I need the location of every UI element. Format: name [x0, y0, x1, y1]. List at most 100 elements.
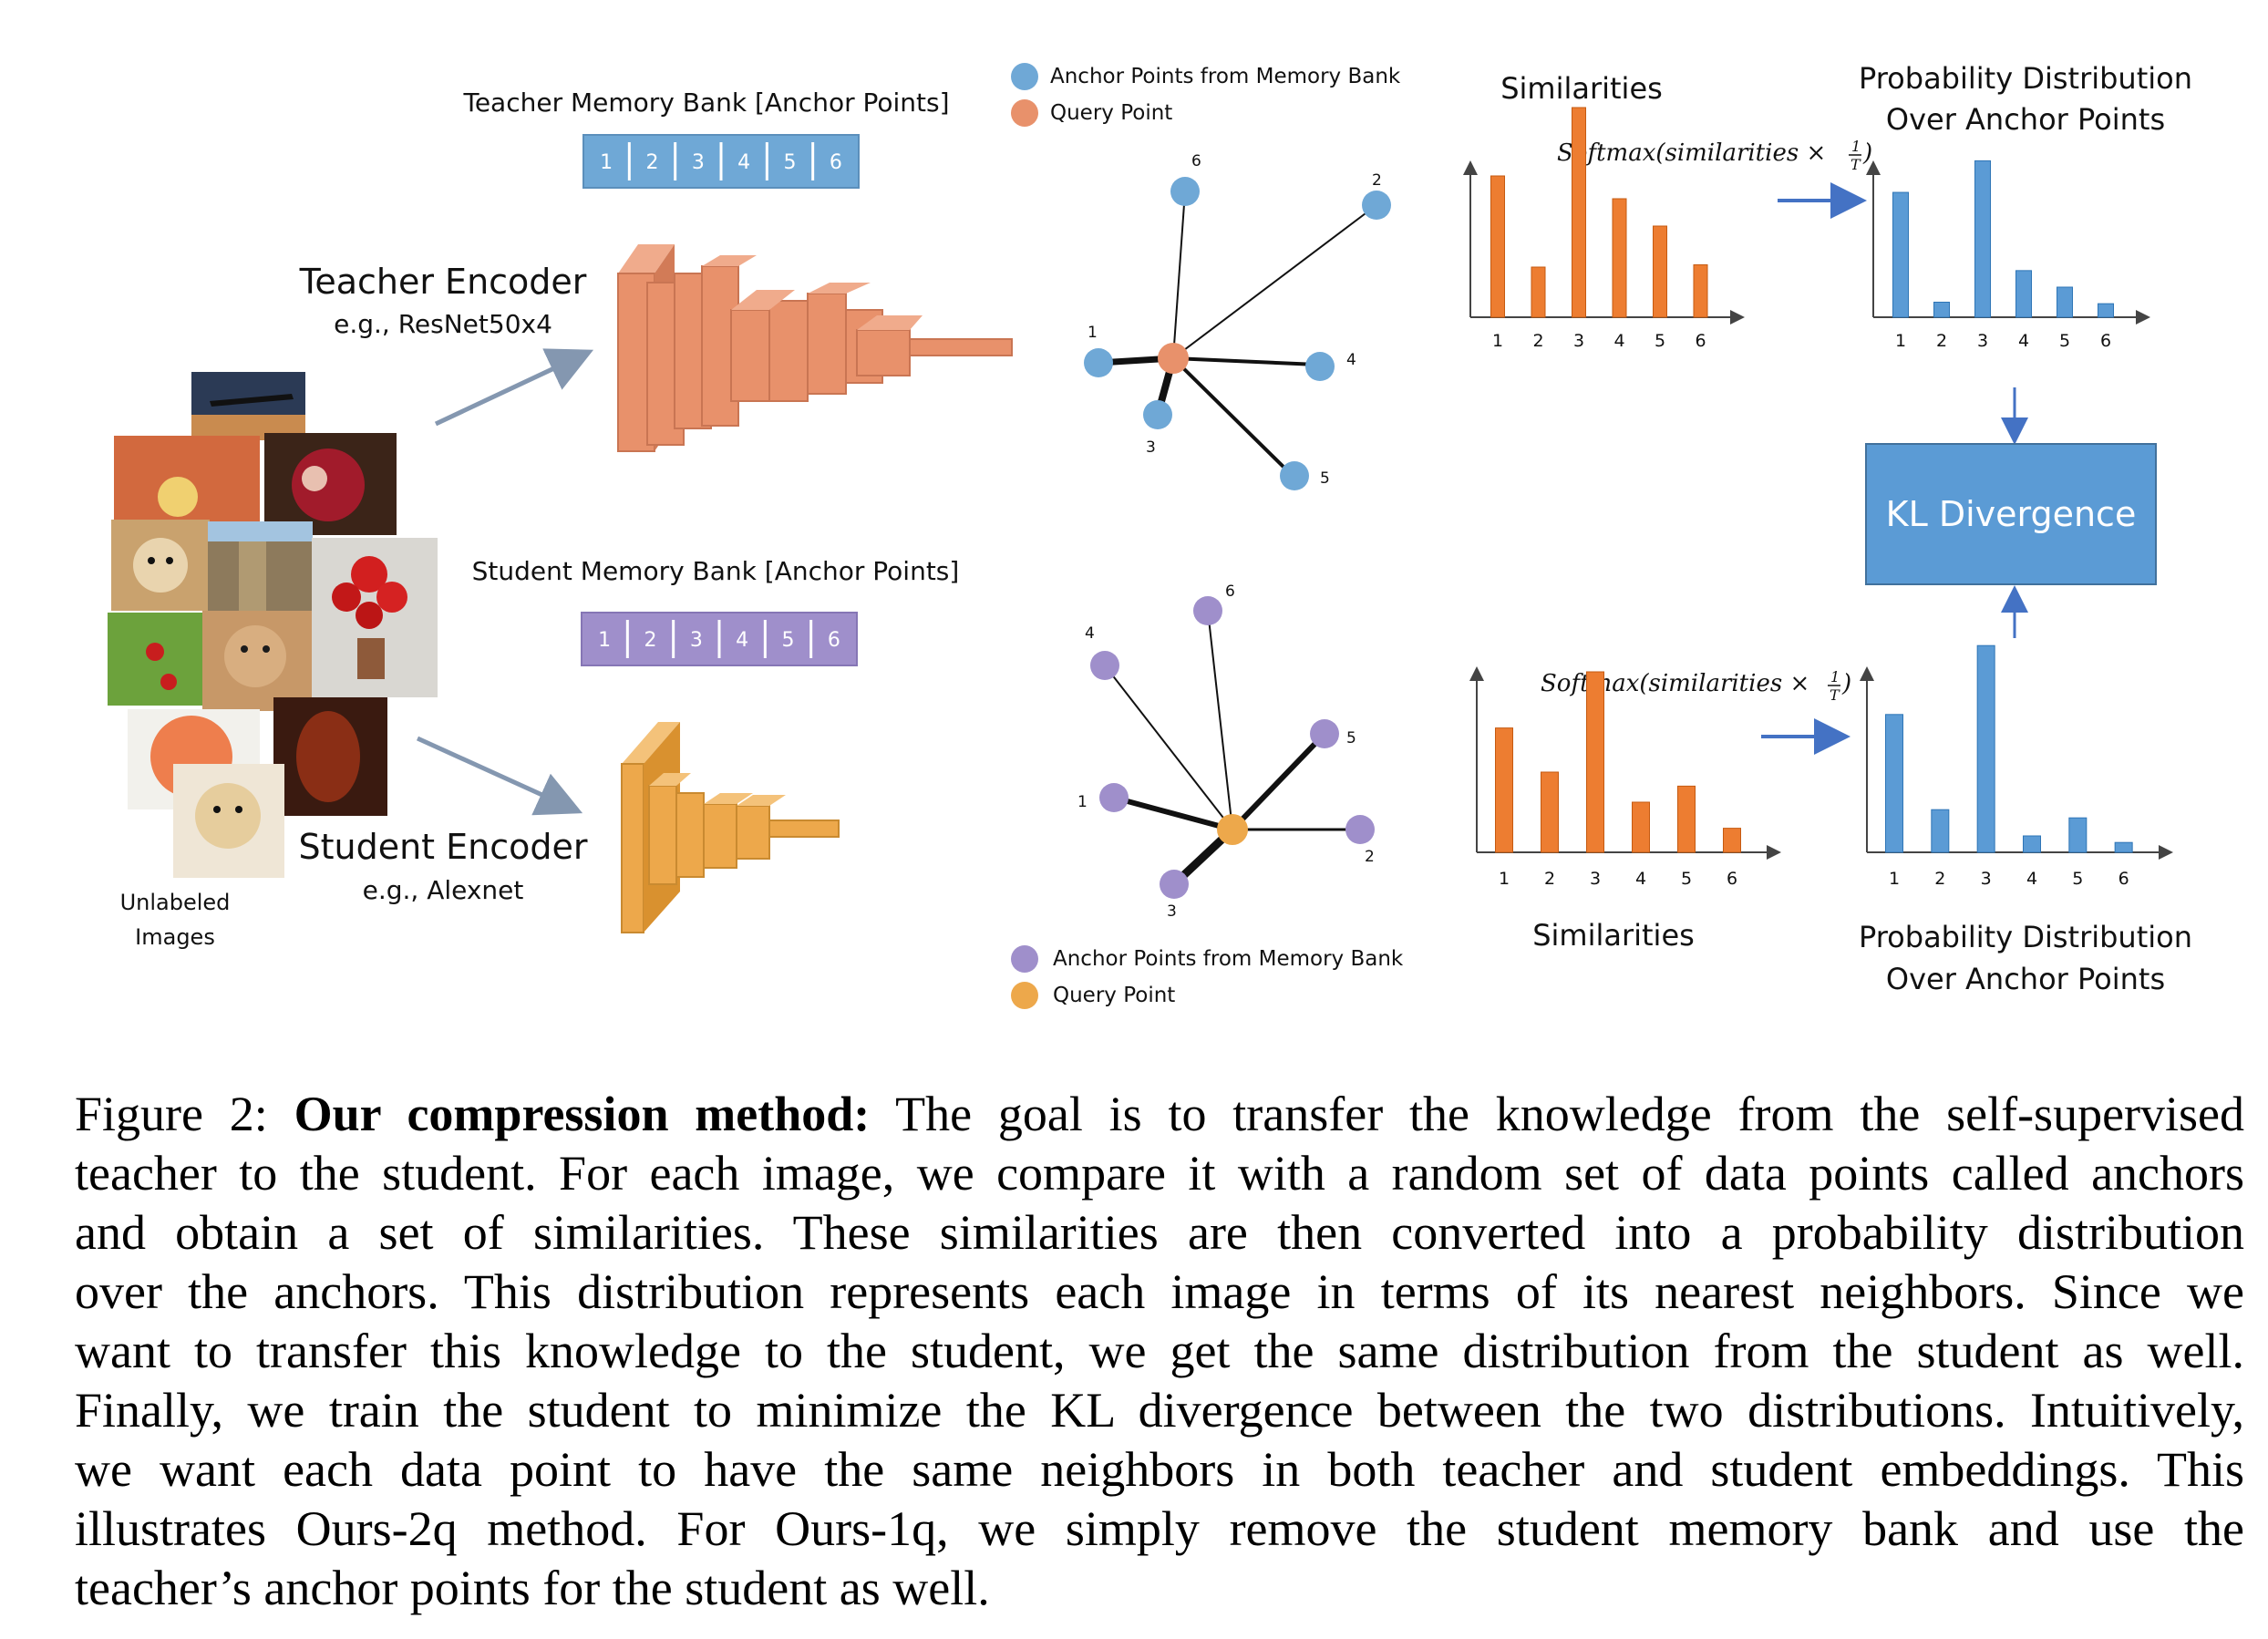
top-sim-bar-4: [1612, 198, 1627, 318]
bottom-sim-tick-4: 4: [1635, 869, 1646, 889]
student-anchor-label-2: 2: [1365, 848, 1375, 866]
caption-line-3: and obtain a set of similarities. These …: [75, 1205, 2244, 1260]
caption-first-line: The goal is to transfer the knowledge fr…: [895, 1087, 2245, 1141]
top-sim-bar-3: [1572, 107, 1586, 318]
teacher-anchor-label-4: 4: [1346, 351, 1356, 369]
caption-line-7: we want each data point to have the same…: [75, 1442, 2244, 1497]
student-anchor-5: [1310, 719, 1339, 748]
teacher-bank-cell-5: 5: [784, 151, 797, 174]
teacher-encoder-title: Teacher Encoder: [299, 262, 587, 302]
top-formula-prefix: Softmax(similarities ×: [1557, 139, 1826, 167]
teacher-encoder-subtitle: e.g., ResNet50x4: [334, 309, 552, 339]
caption-line-1: Figure 2: Our compression method: The go…: [75, 1085, 2244, 1144]
student-anchor-2: [1345, 815, 1375, 844]
bottom-prob-tick-2: 2: [1934, 869, 1945, 889]
caption-line-4: over the anchors. This distribution repr…: [75, 1264, 2244, 1319]
student-anchor-label-3: 3: [1167, 902, 1177, 921]
bottom-prob-bar-6: [2114, 841, 2133, 853]
teacher-bank-cell-1: 1: [600, 151, 613, 174]
teacher-query-point: [1158, 343, 1189, 374]
student-bank-cell-2: 2: [644, 629, 657, 652]
student-anchor-label-4: 4: [1085, 624, 1095, 643]
kl-divergence-label: KL Divergence: [1886, 494, 2137, 534]
top-sim-bar-6: [1693, 264, 1708, 318]
teacher-anchor-label-6: 6: [1191, 152, 1201, 170]
top-formula-suffix: ): [1862, 139, 1872, 167]
top-sim-bar-2: [1531, 266, 1546, 318]
teacher-neighbor-graph: 6 2 1 4 3 5: [1084, 152, 1391, 490]
figure-caption: Figure 2: Our compression method: The go…: [75, 1085, 2244, 1618]
student-anchor-label-5: 5: [1346, 729, 1356, 747]
student-bank-cell-5: 5: [782, 629, 795, 652]
top-prob-bar-2: [1933, 302, 1950, 318]
teacher-encoder-network: [617, 244, 1013, 452]
bottom-prob-title-line2: Over Anchor Points: [1886, 962, 2165, 996]
bottom-sim-bar-1: [1495, 727, 1513, 853]
top-formula-num: 1: [1851, 138, 1861, 155]
top-similarities-title: Similarities: [1500, 71, 1663, 106]
top-prob-title-line2: Over Anchor Points: [1886, 102, 2165, 137]
teacher-bank-cell-3: 3: [692, 151, 705, 174]
teacher-bank-cell-2: 2: [646, 151, 659, 174]
caption-line-9: teacher’s anchor points for the student …: [75, 1561, 990, 1615]
teacher-bank-cell-6: 6: [830, 151, 842, 174]
top-sim-bar-5: [1653, 225, 1667, 318]
bottom-prob-tick-5: 5: [2072, 869, 2083, 889]
top-prob-bar-1: [1892, 191, 1909, 318]
top-prob-title-line1: Probability Distribution: [1859, 61, 2192, 96]
top-sim-tick-1: 1: [1492, 331, 1503, 351]
legend-top-query-label: Query Point: [1050, 101, 1172, 125]
caption-bold-title: Our compression method:: [294, 1087, 871, 1141]
teacher-anchor-label-2: 2: [1372, 171, 1382, 190]
bottom-prob-bar-3: [1976, 644, 1995, 853]
caption-line-8: illustrates Ours-2q method. For Ours-1q,…: [75, 1501, 2244, 1556]
teacher-anchor-2: [1362, 191, 1391, 220]
student-query-point: [1217, 814, 1248, 845]
bottom-prob-bar-4: [2023, 835, 2041, 853]
top-sim-tick-2: 2: [1532, 331, 1543, 351]
bottom-sim-tick-2: 2: [1544, 869, 1555, 889]
bottom-sim-tick-1: 1: [1499, 869, 1510, 889]
legend-bottom-anchor-label: Anchor Points from Memory Bank: [1053, 947, 1404, 971]
teacher-anchor-label-3: 3: [1146, 438, 1156, 457]
bottom-prob-title-line1: Probability Distribution: [1859, 920, 2192, 954]
teacher-anchor-1: [1084, 348, 1113, 377]
bottom-prob-tick-1: 1: [1889, 869, 1900, 889]
top-softmax-formula: Softmax(similarities × 1 T ): [1557, 138, 1872, 173]
top-prob-bar-4: [2015, 270, 2032, 318]
legend-bottom-anchor-swatch: [1011, 945, 1038, 973]
bottom-sim-bar-3: [1586, 671, 1604, 853]
legend-top: Anchor Points from Memory Bank Query Poi…: [1011, 63, 1401, 127]
top-sim-tick-5: 5: [1655, 331, 1665, 351]
bottom-sim-tick-3: 3: [1590, 869, 1601, 889]
bottom-sim-tick-5: 5: [1681, 869, 1692, 889]
caption-line-6: Finally, we train the student to minimiz…: [75, 1383, 2244, 1438]
images-to-student-arrow: [416, 736, 583, 816]
top-prob-tick-2: 2: [1936, 331, 1947, 351]
method-diagram: Unlabeled Images Teacher Memory Bank [An…: [108, 61, 2192, 1009]
teacher-anchor-label-1: 1: [1088, 324, 1098, 342]
top-prob-tick-5: 5: [2059, 331, 2070, 351]
bottom-prob-tick-4: 4: [2026, 869, 2037, 889]
bottom-prob-bar-2: [1931, 809, 1950, 853]
student-encoder-subtitle: e.g., Alexnet: [363, 875, 524, 905]
top-sim-tick-4: 4: [1613, 331, 1624, 351]
legend-bottom-query-label: Query Point: [1053, 984, 1175, 1007]
bottom-formula-suffix: ): [1841, 670, 1851, 697]
teacher-anchor-6: [1170, 177, 1200, 206]
top-sim-bar-1: [1490, 175, 1505, 318]
teacher-bank-title: Teacher Memory Bank [Anchor Points]: [462, 88, 949, 118]
bottom-sim-bar-4: [1632, 801, 1650, 853]
caption-label: Figure 2:: [75, 1087, 268, 1141]
student-bank-cell-3: 3: [690, 629, 703, 652]
top-prob-tick-1: 1: [1895, 331, 1906, 351]
student-anchor-label-6: 6: [1225, 582, 1235, 601]
images-to-teacher-arrow: [434, 348, 594, 427]
bottom-similarities-title: Similarities: [1532, 918, 1695, 953]
bottom-prob-tick-6: 6: [2119, 869, 2129, 889]
top-sim-tick-3: 3: [1573, 331, 1584, 351]
